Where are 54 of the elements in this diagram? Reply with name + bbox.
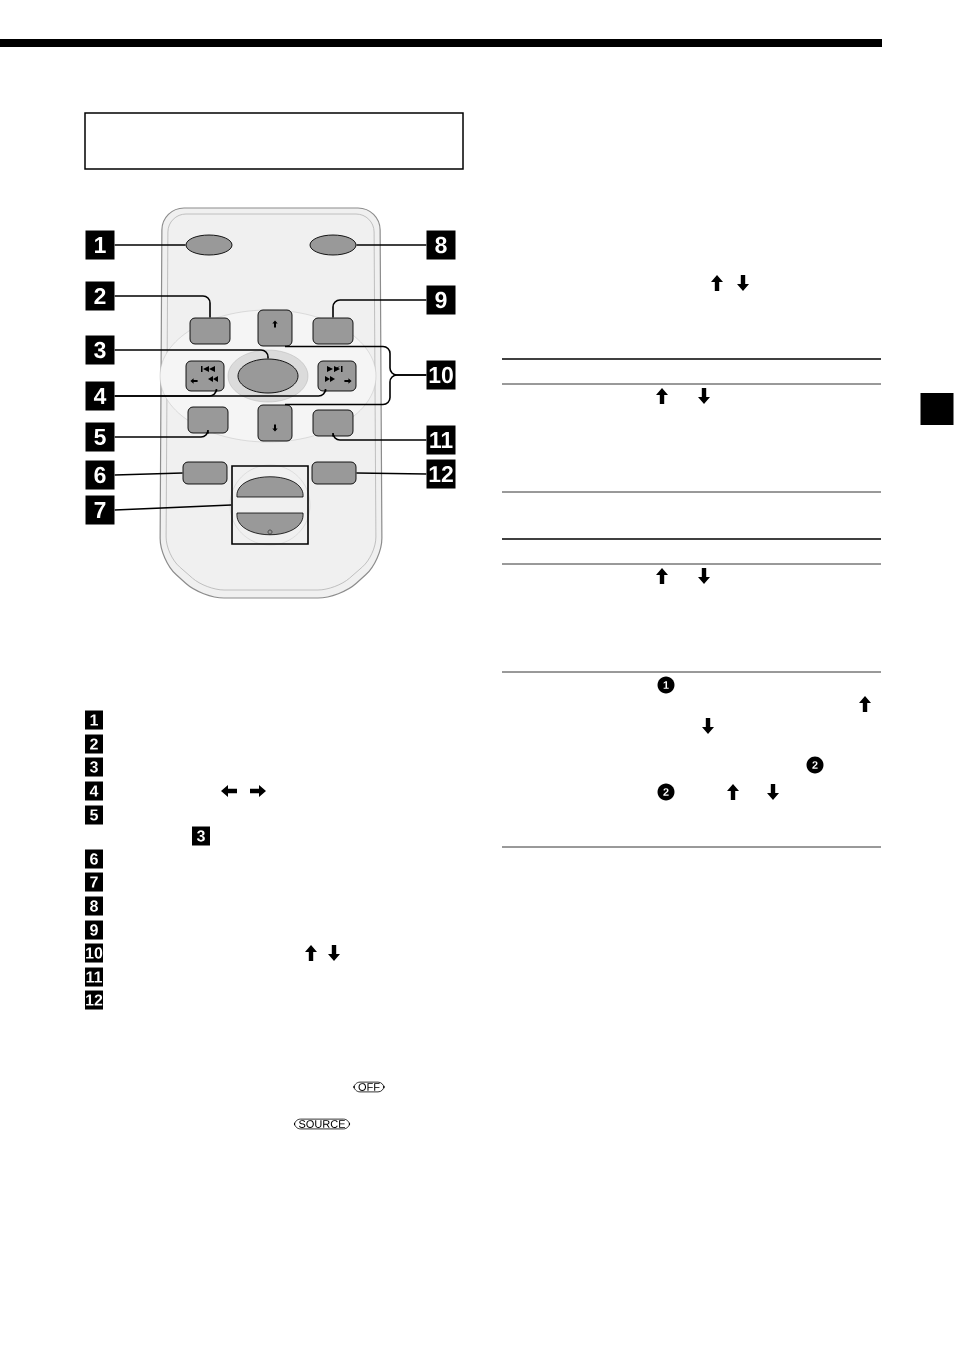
button: [237, 358, 299, 394]
button: [185, 234, 233, 256]
callout-number: 12: [426, 459, 456, 489]
leader-line: [284, 374, 428, 406]
callout-number: 1: [85, 230, 115, 260]
button: [317, 360, 357, 392]
callout-number: 12: [85, 990, 103, 1010]
leader-line: [113, 429, 209, 438]
button: [309, 234, 357, 256]
callout-number: 11: [85, 967, 103, 987]
page-tab: [920, 393, 954, 425]
callout-number: 11: [426, 425, 456, 455]
leader-line: [355, 244, 428, 246]
callout-number: 8: [85, 896, 103, 916]
callout-number: 5: [85, 422, 115, 452]
leader-line: [332, 432, 428, 441]
callout-number: 7: [85, 872, 103, 892]
leader-line: [113, 244, 187, 246]
callout-number: 3: [85, 757, 103, 777]
callout-number: 9: [85, 920, 103, 940]
leader-line: [113, 349, 269, 360]
callout-number: 10: [426, 360, 456, 390]
highlight-frame: [231, 465, 309, 545]
callout-number: 4: [85, 381, 115, 411]
callout-number: 10: [85, 943, 103, 963]
callout-number: 3: [192, 826, 210, 846]
step-number: 2: [806, 756, 824, 774]
callout-number: 1: [85, 710, 103, 730]
callout-number: 5: [85, 805, 103, 825]
callout-number: 8: [426, 230, 456, 260]
callout-number: 3: [85, 335, 115, 365]
button: [189, 317, 231, 345]
callout-number: 7: [85, 495, 115, 525]
leader-line: [113, 472, 184, 476]
button: [312, 317, 354, 345]
step-number: 2: [657, 783, 675, 801]
callout-number: 4: [85, 781, 103, 801]
button: [182, 461, 228, 485]
callout-number: 2: [85, 281, 115, 311]
callout-number: 2: [85, 734, 103, 754]
button: [311, 461, 357, 485]
callout-number: 9: [426, 285, 456, 315]
button: [257, 404, 293, 442]
button: [187, 406, 229, 434]
button: [312, 409, 354, 437]
leader-line: [113, 504, 232, 511]
leader-line: [113, 388, 327, 397]
leader-line: [355, 472, 428, 475]
leader-line: [332, 299, 428, 319]
button: [257, 309, 293, 347]
callout-number: 6: [85, 849, 103, 869]
step-number: 1: [657, 676, 675, 694]
leader-line: [113, 295, 211, 319]
callout-number: 6: [85, 460, 115, 490]
